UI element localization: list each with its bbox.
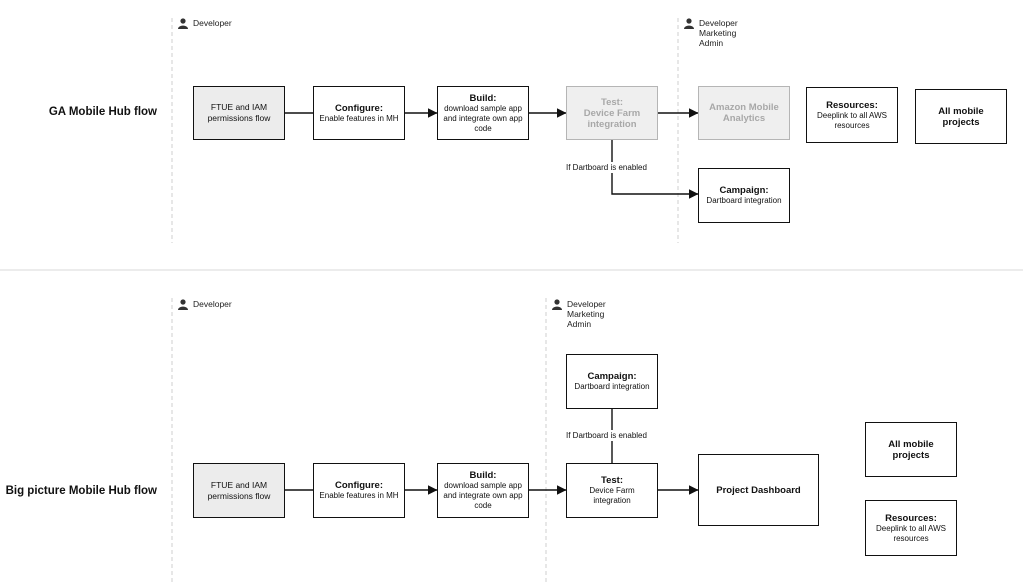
ftue-node[interactable]: FTUE and IAM permissions flow: [193, 463, 285, 518]
node-title: Configure:: [334, 480, 384, 491]
node-subtitle: Dartboard integration: [574, 382, 650, 391]
node-subtitle: Dartboard integration: [706, 196, 782, 205]
build-node[interactable]: Build: download sample app and integrate…: [437, 463, 529, 518]
node-subtitle: Deeplink to all AWS resources: [817, 110, 887, 130]
configure-node[interactable]: Configure: Enable features in MH: [313, 86, 405, 140]
node-subtitle: Device Farm integration: [589, 486, 635, 505]
node-subtitle: Enable features in MH: [319, 113, 399, 123]
node-label: All mobile projects: [888, 438, 934, 461]
node-label: FTUE and IAM permissions flow: [207, 479, 271, 501]
node-label: All mobile projects: [938, 105, 984, 128]
role-name: Developer: [699, 18, 738, 28]
test-node-disabled[interactable]: Test: Device Farm integration: [566, 86, 658, 140]
row-title-big-picture: Big picture Mobile Hub flow: [5, 485, 157, 497]
node-title: Configure:: [334, 102, 384, 114]
node-title: Campaign:: [719, 185, 769, 196]
role-name: Developer: [193, 18, 232, 28]
role-name: Marketing: [699, 28, 737, 38]
node-title: Test:: [601, 96, 623, 108]
row-title-ga: GA Mobile Hub flow: [48, 106, 157, 118]
user-icon: [178, 299, 188, 310]
node-label: FTUE and IAM permissions flow: [207, 102, 271, 123]
user-icon: [552, 299, 562, 310]
node-subtitle: Deeplink to all AWS resources: [876, 523, 946, 543]
all-projects-node[interactable]: All mobile projects: [915, 89, 1007, 144]
role-name: Developer: [193, 299, 232, 309]
role-name: Developer: [567, 299, 606, 309]
resources-node[interactable]: Resources: Deeplink to all AWS resources: [865, 500, 957, 556]
condition-label: If Dartboard is enabled: [564, 162, 649, 173]
node-title: Build:: [469, 470, 497, 481]
user-icon: [178, 18, 188, 29]
analytics-node-disabled[interactable]: Amazon Mobile Analytics: [698, 86, 790, 140]
role-name: Admin: [567, 319, 592, 329]
node-label: Amazon Mobile Analytics: [709, 102, 779, 124]
user-icon: [684, 18, 694, 29]
campaign-node[interactable]: Campaign: Dartboard integration: [698, 168, 790, 223]
connector-arrow: [611, 140, 699, 199]
node-title: Build:: [469, 92, 497, 104]
node-title: Resources:: [885, 512, 937, 524]
node-title: Resources:: [826, 99, 878, 111]
ftue-node[interactable]: FTUE and IAM permissions flow: [193, 86, 285, 140]
node-label: Project Dashboard: [716, 484, 801, 496]
node-subtitle: Enable features in MH: [319, 491, 399, 500]
all-projects-node[interactable]: All mobile projects: [865, 422, 957, 477]
role-name: Marketing: [567, 309, 605, 319]
node-title: Campaign:: [587, 371, 637, 382]
node-title: Test:: [601, 475, 623, 486]
node-subtitle: download sample app and integrate own ap…: [443, 481, 523, 510]
node-subtitle: download sample app and integrate own ap…: [443, 103, 523, 133]
role-name: Admin: [699, 38, 724, 48]
condition-label: If Dartboard is enabled: [564, 430, 649, 441]
test-node[interactable]: Test: Device Farm integration: [566, 463, 658, 518]
build-node[interactable]: Build: download sample app and integrate…: [437, 86, 529, 140]
configure-node[interactable]: Configure: Enable features in MH: [313, 463, 405, 518]
project-dashboard-node[interactable]: Project Dashboard: [698, 454, 819, 526]
resources-node[interactable]: Resources: Deeplink to all AWS resources: [806, 87, 898, 143]
campaign-node[interactable]: Campaign: Dartboard integration: [566, 354, 658, 409]
node-subtitle: Device Farm integration: [583, 107, 641, 130]
